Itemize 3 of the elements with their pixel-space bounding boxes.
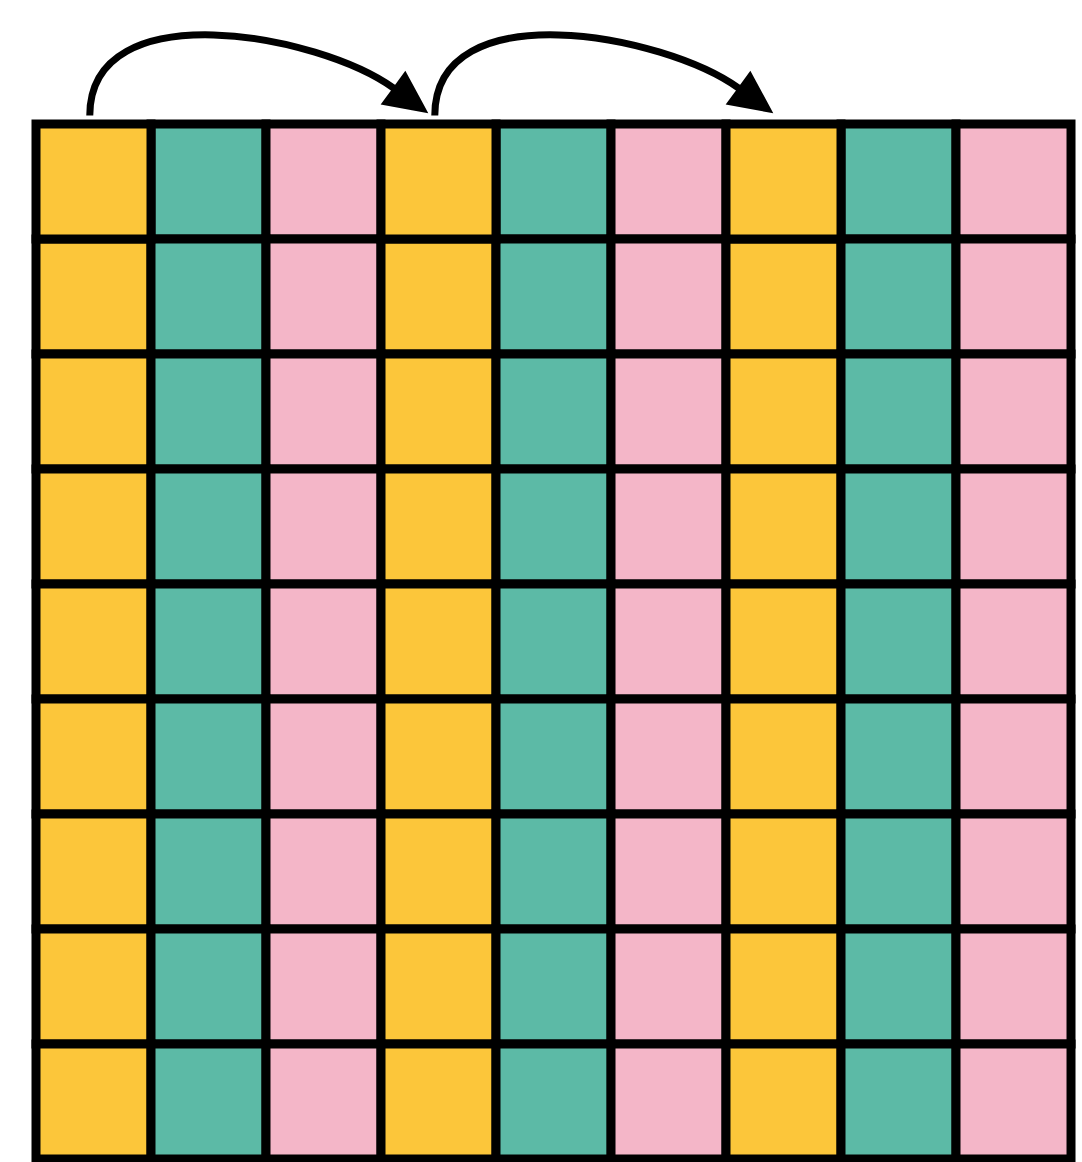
grid-cell — [31, 119, 156, 244]
grid-cell — [721, 119, 846, 244]
grid-cell — [376, 119, 501, 244]
